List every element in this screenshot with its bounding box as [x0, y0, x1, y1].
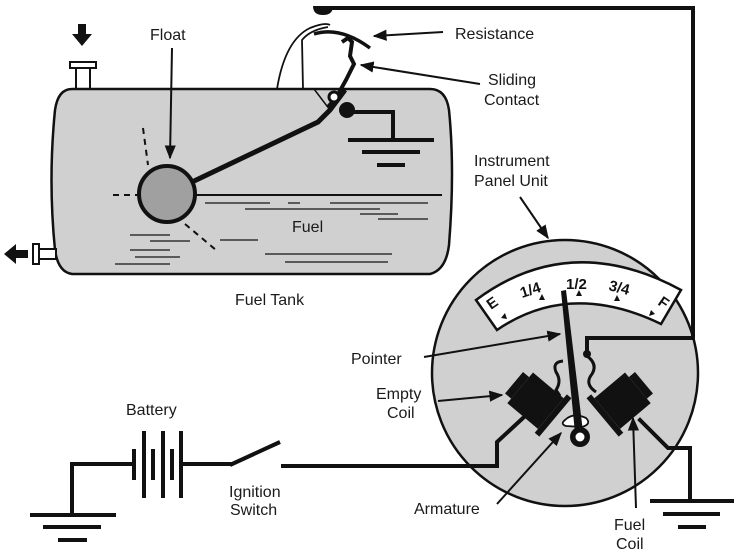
ground-gauge-icon: [650, 499, 734, 529]
ground-terminal: [339, 102, 355, 118]
ignition-switch-label-line1: Ignition: [229, 484, 281, 501]
switch-to-gauge-wire: [281, 415, 526, 468]
battery-icon: [132, 431, 183, 498]
battery-ground-wire: [70, 462, 134, 514]
sliding-contact-label-line2: Contact: [484, 92, 540, 109]
dial-ticks: [501, 290, 655, 319]
fuel-coil-leader: [627, 416, 640, 509]
float: [137, 164, 197, 224]
pivot: [327, 90, 341, 104]
empty-coil-leader: [437, 390, 504, 402]
fuel-coil: [586, 371, 653, 437]
fuel-coil-label-line1: Fuel: [614, 517, 645, 534]
instrument-panel-leader: [519, 196, 549, 240]
arrow-down-icon: [72, 24, 92, 46]
resistance-coil: [313, 30, 372, 50]
inlet-pipe: [69, 61, 97, 90]
instrument-panel-label-line2: Panel Unit: [474, 173, 548, 190]
fuel-ripples: [115, 202, 428, 265]
fuel-tank: [4, 24, 454, 276]
resistance-leader: [372, 29, 444, 41]
empty-coil-label-line1: Empty: [376, 386, 421, 403]
battery-circuit: [30, 431, 281, 542]
battery-label: Battery: [126, 402, 177, 419]
fuel-coil-label-line2: Coil: [616, 536, 644, 553]
float-swing-path: [113, 127, 217, 251]
gauge-ground-wire: [637, 417, 692, 502]
dial-mark-quarter: 1/4: [518, 279, 544, 302]
open-switch-icon: [229, 440, 281, 467]
empty-coil-label-line2: Coil: [387, 405, 415, 422]
armature-leader: [496, 431, 562, 505]
sending-unit: [276, 6, 434, 167]
pointer-leader: [423, 330, 562, 358]
pointer: [561, 290, 583, 433]
sliding-contact-label-line1: Sliding: [488, 72, 536, 89]
float-leader: [164, 47, 176, 160]
tank-ground-wire: [353, 110, 395, 142]
sliding-contact-leader: [359, 61, 481, 85]
dial-mark-three-quarter: 3/4: [607, 277, 632, 299]
ground-battery-icon: [30, 513, 116, 542]
tank-body: [50, 87, 454, 276]
resistance-label: Resistance: [455, 26, 534, 43]
float-label: Float: [150, 27, 186, 44]
ground-tank-icon: [348, 138, 434, 167]
pointer-label: Pointer: [351, 351, 402, 368]
fuel-label: Fuel: [292, 219, 323, 236]
ignition-switch-label-line2: Switch: [230, 502, 277, 519]
dial-mark-half: 1/2: [566, 276, 587, 293]
fuel-tank-label: Fuel Tank: [235, 292, 305, 309]
outlet-pipe: [32, 243, 57, 265]
empty-coil: [505, 371, 572, 437]
instrument-panel-label-line1: Instrument: [474, 153, 550, 170]
dial-scale: [474, 261, 683, 332]
armature-label: Armature: [414, 501, 480, 518]
arrow-left-icon: [4, 244, 28, 264]
resistance-support: [276, 23, 331, 90]
instrument-panel-unit: E 1/4 1/2 3/4 F: [281, 238, 734, 529]
